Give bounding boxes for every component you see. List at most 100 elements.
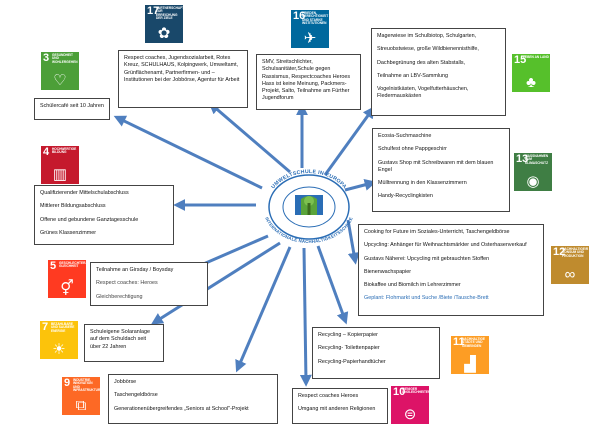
svg-text:UMWELTSCHULE IN EUROPA: UMWELTSCHULE IN EUROPA bbox=[270, 169, 347, 190]
box-sdg12-line-0: Cooking for Future im Soziales-Unterrich… bbox=[364, 229, 510, 235]
box-sdg13-line-1: Schulfest ohne Pappgeschirr bbox=[378, 146, 447, 153]
box-sdg3-line-0: Schülercafé seit 10 Jahren bbox=[40, 103, 104, 109]
sdg3-title: Gesundheit und Wohlergehen bbox=[52, 53, 78, 64]
sdg7-tile: 7 Bezahlbare und saubere Energie ☀ bbox=[40, 321, 78, 359]
box-sdg11: Recycling – Kopierpapier Recycling- Toil… bbox=[312, 327, 440, 379]
sdg15-tile: 15 Leben an Land ♣ bbox=[512, 54, 550, 92]
flower-rings-icon: ✿ bbox=[157, 25, 171, 42]
box-sdg13-line-3: Mülltrennung in den Klassenzimmern bbox=[378, 180, 467, 187]
box-sdg10: Respect coaches Heroes Umgang mit andere… bbox=[292, 388, 388, 424]
logo-ring-text: UMWELTSCHULE IN EUROPA INTERNATIONALE NA… bbox=[264, 169, 354, 244]
sdg10-tile: 10 Weniger Ungleichheiten ⊜ bbox=[391, 386, 429, 424]
heartbeat-icon: ♡ bbox=[53, 72, 67, 89]
sun-power-icon: ☀ bbox=[52, 341, 66, 358]
sdg13-title: Massnahmen zum Klimaschutz bbox=[525, 154, 549, 165]
gender-icon: ⚥ bbox=[60, 280, 74, 297]
box-sdg15-line-1: Streuobstwiese, große Wildbienennisthilf… bbox=[377, 46, 479, 53]
box-sdg5-line-1: Respect coaches: Heroes bbox=[96, 280, 158, 287]
sdg3-number: 3 bbox=[43, 52, 50, 64]
sdg4-number: 4 bbox=[43, 146, 50, 158]
box-sdg15-line-0: Magerwiese im Schulbiotop, Schulgarten, bbox=[377, 33, 477, 39]
box-sdg12-line-2: Gustavs Näherei: Upcycling mit gebraucht… bbox=[364, 255, 490, 262]
sdg9-tile: 9 Industrie, Innovation und Infrastruktu… bbox=[62, 377, 100, 415]
box-sdg15-line-3: Teilnahme an LBV-Sammlung bbox=[377, 72, 449, 79]
box-sdg13-line-2: Gustavs Shop mit Schreibwaren mit dem bl… bbox=[378, 159, 494, 173]
box-sdg17-line-0: Respect coaches, Jugendsozialarbeit, Rot… bbox=[124, 55, 240, 83]
sdg10-number: 10 bbox=[393, 386, 406, 398]
sdg16-number: 16 bbox=[293, 10, 306, 22]
box-sdg12-line-1: Upcycling: Anhänger für Weihnachtsmärkte… bbox=[364, 242, 527, 249]
box-sdg13-line-4: Handy-Recyclingkisten bbox=[378, 193, 433, 200]
box-sdg4: Qualifizierender Mittelschulabschluss Mi… bbox=[34, 185, 174, 245]
box-sdg9-line-1: Taschengeldbörse bbox=[114, 392, 158, 399]
logo-bottom-text: INTERNATIONALE NACHHALTIGKEITSSCHULE bbox=[264, 216, 353, 244]
sdg13-number: 13 bbox=[516, 153, 529, 165]
arrow-to-sdg13 bbox=[344, 178, 377, 192]
equality-icon: ⊜ bbox=[403, 406, 417, 423]
sdg17-tile: 17 Partnerschaften zur Erreichung der Zi… bbox=[145, 5, 183, 43]
sdg12-title: Nachhaltige/r Konsum und Produktion bbox=[562, 247, 589, 258]
sdg11-title: Nachhaltige Städte und Gemeinden bbox=[462, 337, 485, 348]
sdg16-title: Frieden, Gerechtigkeit und starke Instit… bbox=[302, 11, 329, 26]
arrow-to-sdg12 bbox=[346, 219, 360, 265]
box-sdg9-line-2: Generationenübergreifendes „Seniors at S… bbox=[114, 405, 249, 412]
sdg12-number: 12 bbox=[553, 246, 566, 258]
tree-bird-icon: ♣ bbox=[526, 74, 536, 91]
sdg4-title: Hochwertige Bildung bbox=[52, 147, 77, 155]
box-sdg5-line-2: Gleichberechtigung bbox=[96, 293, 143, 300]
box-sdg11-line-2: Recycling-Papierhandtücher bbox=[318, 358, 386, 365]
arrow-to-sdg15 bbox=[323, 106, 375, 176]
box-sdg4-line-1: Mittlerer Bildungsabschluss bbox=[40, 203, 106, 210]
svg-text:INTERNATIONALE NACHHALTIGKEITS: INTERNATIONALE NACHHALTIGKEITSSCHULE bbox=[264, 216, 354, 244]
box-sdg15-line-4: Vogelnistkästen, Vogelfutterhäuschen, Fl… bbox=[377, 86, 469, 100]
sdg15-number: 15 bbox=[514, 54, 527, 66]
sdg17-title: Partnerschaften zur Erreichung der Ziele bbox=[156, 6, 183, 21]
cubes-icon: ⧉ bbox=[75, 397, 87, 414]
arrow-to-sdg11 bbox=[316, 245, 349, 325]
box-sdg5-line-0: Teilnahme an Girsday / Boysday bbox=[96, 267, 174, 273]
sdg9-number: 9 bbox=[64, 377, 71, 389]
box-sdg12-line-5: Geplant: Flohmarkt und Suche /Biete /Tau… bbox=[364, 295, 489, 302]
box-sdg15: Magerwiese im Schulbiotop, Schulgarten, … bbox=[371, 28, 506, 116]
arrow-to-sdg7 bbox=[150, 241, 281, 325]
sdg15-title: Leben an Land bbox=[523, 55, 549, 59]
box-sdg9: Jobbörse Taschengeldbörse Generationenüb… bbox=[108, 374, 278, 424]
arrow-to-sdg17 bbox=[208, 101, 291, 174]
box-sdg4-line-3: Grünes Klassenzimmer bbox=[40, 229, 97, 236]
box-sdg17: Respect coaches, Jugendsozialarbeit, Rot… bbox=[118, 50, 248, 108]
box-sdg7: Schuleigene Solaranlage auf dem Schuldac… bbox=[84, 324, 164, 362]
box-sdg3: Schülercafé seit 10 Jahren bbox=[34, 98, 110, 120]
sdg5-number: 5 bbox=[50, 260, 57, 272]
city-icon: ▟ bbox=[464, 356, 476, 373]
box-sdg12-line-4: Biokaffee und Biomilch im Lehrerzimmer bbox=[364, 282, 461, 289]
box-sdg9-line-0: Jobbörse bbox=[114, 379, 137, 385]
box-sdg4-line-0: Qualifizierender Mittelschulabschluss bbox=[40, 190, 129, 196]
eye-globe-icon: ◉ bbox=[526, 173, 540, 190]
sdg5-title: Geschlechter-gleichheit bbox=[59, 261, 86, 269]
box-sdg7-line-0: Schuleigene Solaranlage auf dem Schuldac… bbox=[90, 329, 150, 350]
arrow-to-sdg10 bbox=[299, 247, 312, 387]
sdg13-tile: 13 Massnahmen zum Klimaschutz ◉ bbox=[514, 153, 552, 191]
box-sdg10-line-1: Umgang mit anderen Religionen bbox=[298, 406, 376, 413]
dove-icon: ✈ bbox=[303, 30, 317, 47]
logo-emblem bbox=[268, 174, 350, 240]
sdg10-title: Weniger Ungleichheiten bbox=[402, 387, 429, 395]
box-sdg12-line-3: Bienenwachspapier bbox=[364, 268, 412, 275]
arrow-to-sdg9 bbox=[235, 246, 292, 373]
logo-top-text: UMWELTSCHULE IN EUROPA bbox=[270, 169, 347, 190]
sdg9-title: Industrie, Innovation und Infrastruktur bbox=[73, 378, 100, 393]
box-sdg5: Teilnahme an Girsday / Boysday Respect c… bbox=[90, 262, 208, 306]
sdg7-title: Bezahlbare und saubere Energie bbox=[51, 322, 75, 333]
box-sdg10-line-0: Respect coaches Heroes bbox=[298, 393, 359, 399]
sdg4-tile: 4 Hochwertige Bildung ▥ bbox=[41, 146, 79, 184]
sdg5-tile: 5 Geschlechter-gleichheit ⚥ bbox=[48, 260, 86, 298]
sdg11-number: 11 bbox=[453, 336, 465, 348]
box-sdg11-line-1: Recycling- Toilettenpapier bbox=[318, 345, 380, 352]
sdg16-tile: 16 Frieden, Gerechtigkeit und starke Ins… bbox=[291, 10, 329, 48]
umweltschule-logo: UMWELTSCHULE IN EUROPA INTERNATIONALE NA… bbox=[255, 165, 363, 247]
infinity-icon: ∞ bbox=[564, 266, 576, 283]
sdg3-tile: 3 Gesundheit und Wohlergehen ♡ bbox=[41, 52, 79, 90]
box-sdg13-line-0: Ecosia-Suchmaschine bbox=[378, 133, 432, 139]
box-sdg12: Cooking for Future im Soziales-Unterrich… bbox=[358, 224, 544, 316]
book-icon: ▥ bbox=[52, 166, 68, 183]
